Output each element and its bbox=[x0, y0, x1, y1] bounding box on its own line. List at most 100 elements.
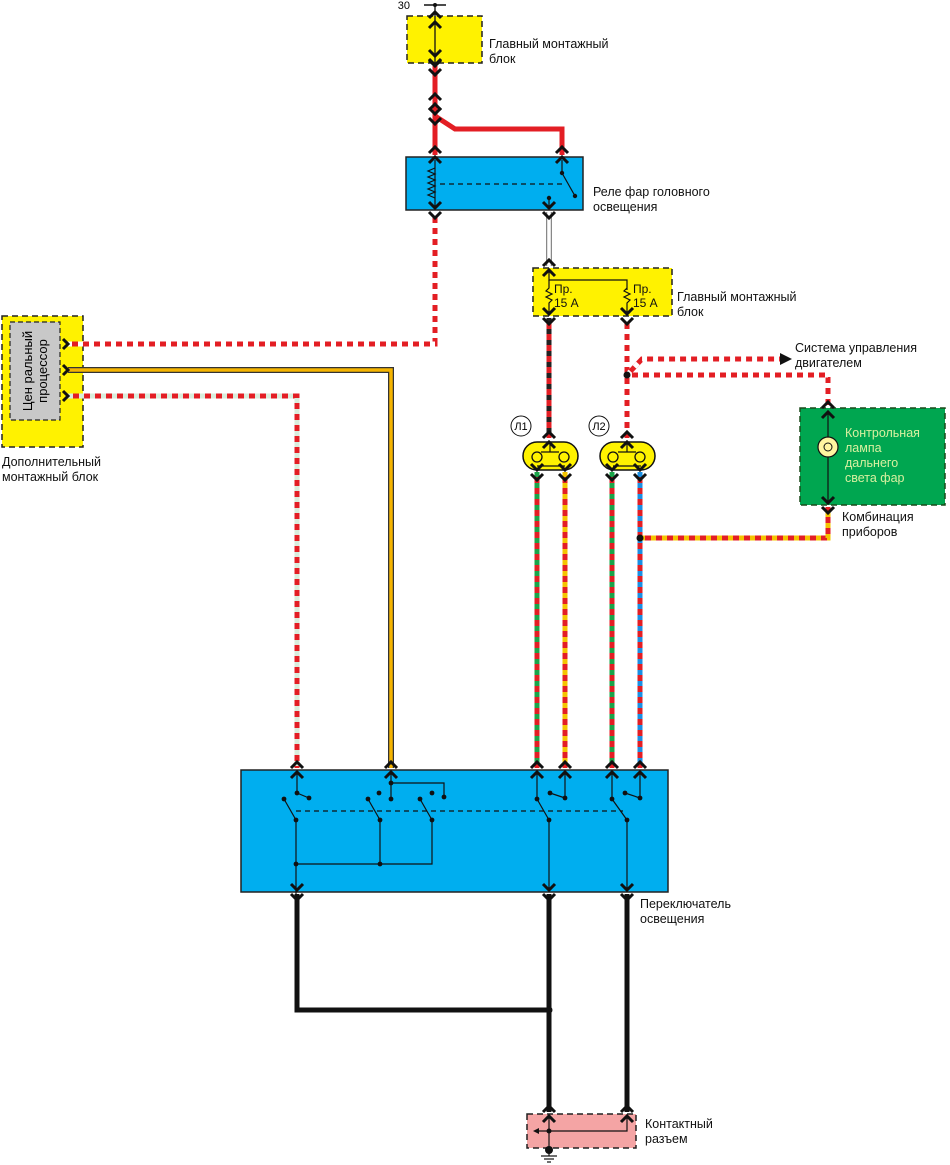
connector-pin bbox=[619, 306, 635, 317]
wire bbox=[68, 367, 394, 768]
l2-badge bbox=[588, 415, 610, 437]
contact-point bbox=[377, 817, 383, 823]
connector-pin bbox=[557, 769, 573, 780]
contact-point bbox=[609, 796, 615, 802]
connector-pin bbox=[427, 106, 443, 117]
connector-pin bbox=[61, 389, 71, 403]
connector-pin bbox=[541, 267, 557, 278]
terminal-30-label: 30 bbox=[398, 0, 410, 12]
connector-pin bbox=[632, 769, 648, 780]
connector-pin bbox=[619, 439, 635, 450]
connector-pin bbox=[541, 892, 557, 903]
contact-point bbox=[546, 817, 552, 823]
connector-pin bbox=[604, 462, 620, 473]
contact-point bbox=[622, 790, 628, 796]
connector-pin bbox=[541, 439, 557, 450]
connector-pin bbox=[632, 462, 648, 473]
connector-pin bbox=[619, 1113, 635, 1124]
headlamp-l1-icon bbox=[522, 441, 579, 471]
light-switch-block bbox=[240, 769, 669, 893]
contact-point bbox=[624, 817, 630, 823]
connector-pin bbox=[541, 210, 557, 221]
relay-coil-icon bbox=[426, 160, 576, 207]
fuse1-label: Пр.15 А bbox=[554, 282, 579, 310]
connector-pin bbox=[541, 429, 557, 440]
contact-point bbox=[365, 796, 371, 802]
wire bbox=[294, 894, 549, 1013]
wire bbox=[625, 356, 782, 377]
connector-pin bbox=[541, 306, 557, 317]
connector-pin bbox=[619, 892, 635, 903]
contact-point bbox=[534, 796, 540, 802]
wire-stripe bbox=[627, 372, 831, 406]
indicator-lamp-icon bbox=[817, 436, 839, 458]
contact-point bbox=[281, 796, 287, 802]
connector-pin bbox=[604, 759, 620, 770]
connector-pin bbox=[554, 154, 570, 165]
contact-point bbox=[547, 790, 553, 796]
connector-pin bbox=[61, 363, 71, 377]
connector-pin bbox=[557, 472, 573, 483]
contact-point bbox=[376, 790, 382, 796]
contact-point bbox=[637, 795, 643, 801]
ground-icon bbox=[541, 1150, 557, 1163]
connector-pin bbox=[427, 57, 443, 68]
contact-point bbox=[377, 861, 383, 867]
wire bbox=[68, 393, 300, 768]
connector-pin bbox=[557, 462, 573, 473]
connector-pin bbox=[427, 19, 443, 30]
wire bbox=[68, 212, 438, 347]
main-mount-block-top bbox=[406, 15, 483, 64]
connector-pin bbox=[820, 409, 836, 420]
l2-label: Л2 bbox=[592, 421, 605, 433]
connector-pin bbox=[619, 1103, 635, 1114]
connector-pin bbox=[541, 882, 557, 893]
connector-pin bbox=[529, 759, 545, 770]
connector-pin bbox=[427, 144, 443, 155]
contact-point bbox=[293, 817, 299, 823]
contact-point bbox=[562, 795, 568, 801]
connector-pin bbox=[427, 200, 443, 211]
connector-pin bbox=[554, 144, 570, 155]
fuse-block bbox=[532, 267, 673, 317]
connector-pin bbox=[427, 210, 443, 221]
connector-pin bbox=[604, 472, 620, 483]
connector-pin bbox=[61, 337, 71, 351]
wire-core bbox=[68, 368, 393, 768]
connector-pin bbox=[541, 316, 557, 327]
connector-pin bbox=[619, 882, 635, 893]
headlamp-l2-icon bbox=[599, 441, 656, 471]
connector-pins bbox=[61, 9, 836, 1124]
wire bbox=[640, 507, 831, 541]
arrow-to-engine-system bbox=[780, 353, 792, 365]
fuse-icons bbox=[544, 271, 632, 314]
connector-pin bbox=[541, 1103, 557, 1114]
cpu-block bbox=[9, 321, 61, 421]
connector-pin bbox=[289, 769, 305, 780]
wire-stripe bbox=[640, 507, 831, 541]
light-switch-contacts-icon bbox=[283, 774, 641, 930]
contact-point bbox=[294, 790, 300, 796]
connector-pin bbox=[427, 48, 443, 59]
connector-pin bbox=[619, 429, 635, 440]
contact-point bbox=[388, 796, 394, 802]
connector-pin bbox=[383, 769, 399, 780]
connector-pin bbox=[557, 759, 573, 770]
wire-stripe bbox=[68, 393, 300, 768]
connector-pin bbox=[529, 462, 545, 473]
contact-point bbox=[306, 795, 312, 801]
l1-label: Л1 bbox=[514, 421, 527, 433]
connector-pin bbox=[632, 759, 648, 770]
contact-point bbox=[417, 796, 423, 802]
fuse2-label: Пр.15 А bbox=[633, 282, 658, 310]
connector-pin bbox=[289, 892, 305, 903]
